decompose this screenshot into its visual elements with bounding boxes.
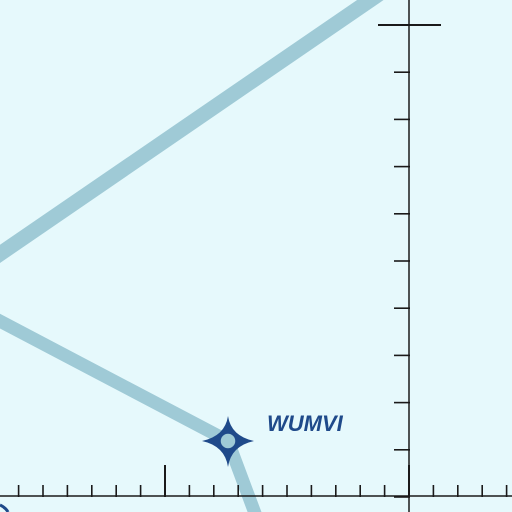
navaid-fragment: [0, 503, 10, 512]
vertical-grid-line: [378, 0, 441, 512]
waypoint-center-dot: [219, 432, 237, 450]
waypoint-label: WUMVI: [267, 411, 344, 436]
waypoint-wumvi[interactable]: WUMVI: [202, 411, 344, 467]
airway-upper: [0, 0, 384, 263]
